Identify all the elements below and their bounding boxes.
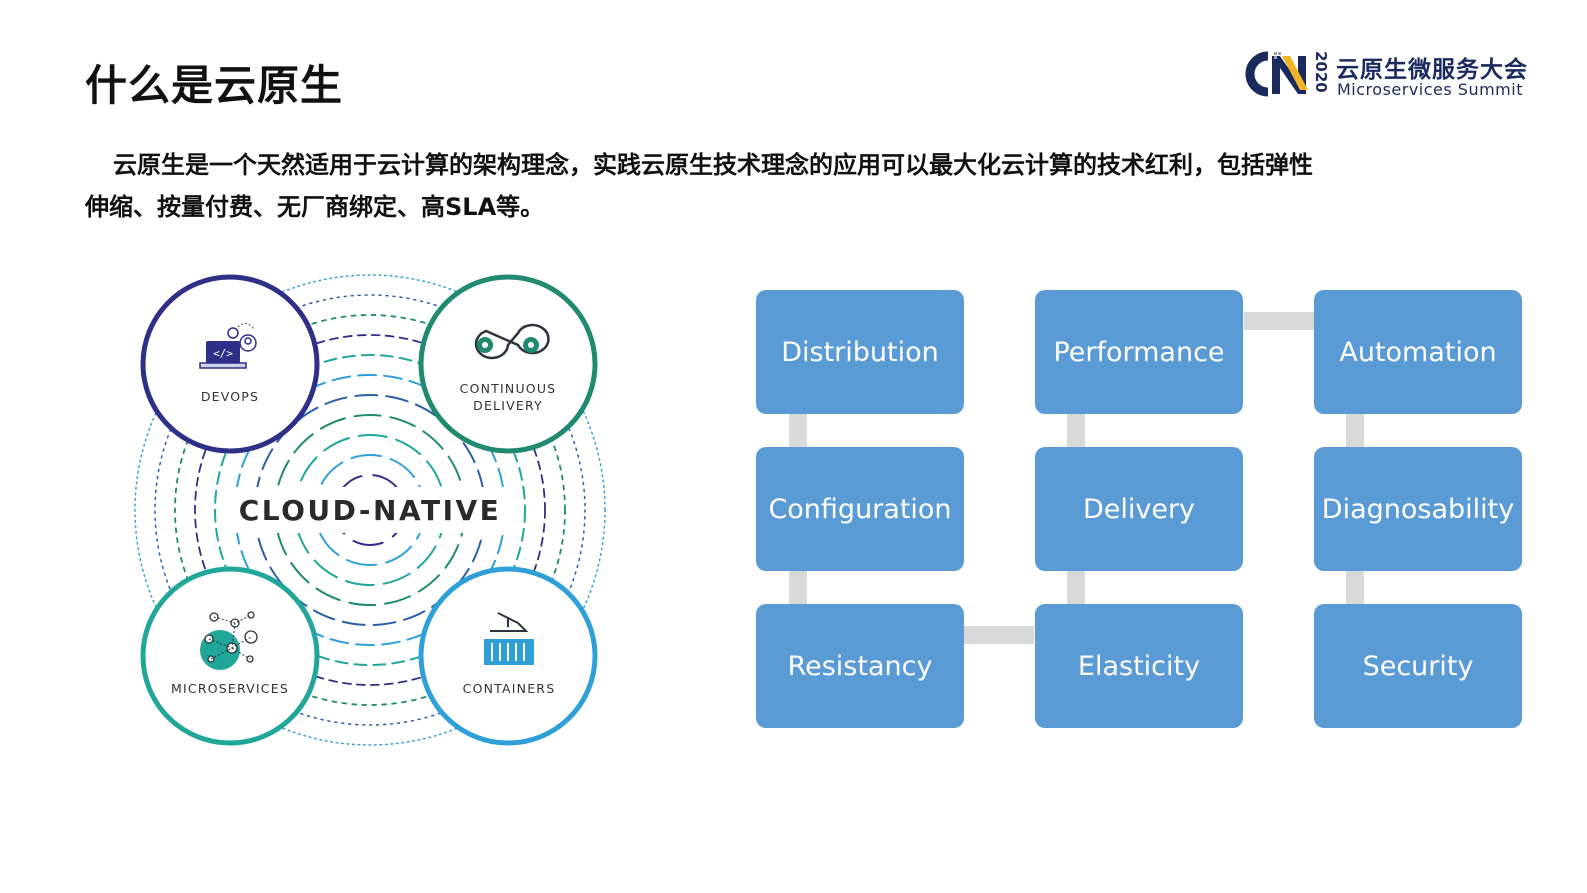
logo-name-cn: 云原生微服务大会 [1336,57,1528,83]
intro-paragraph: 云原生是一个天然适用于云计算的架构理念，实践云原生技术理念的应用可以最大化云计算… [85,151,1313,221]
cloud-native-label: CLOUD-NATIVE [239,494,502,527]
cn-logo-icon [1245,51,1308,97]
delivery-label: DELIVERY [473,398,543,413]
box-configuration: Configuration [756,447,964,571]
connector [789,414,807,448]
svg-text:</>: </> [213,347,233,360]
center-label-bg [228,487,512,533]
box-performance: Performance [1035,290,1243,414]
network-nodes-icon [200,611,258,670]
connector [789,571,807,605]
laptop-code-icon: </> [199,323,257,369]
gears-infinity-icon [474,323,550,360]
connector [1067,414,1085,448]
devops-circle: </> DEVOPS [140,274,320,454]
connector [1346,571,1364,605]
containers-circle: CONTAINERS [418,566,598,746]
box-distribution: Distribution [756,290,964,414]
box-delivery: Delivery [1035,447,1243,571]
continuous-label: CONTINUOUS [460,381,557,396]
box-automation: Automation [1314,290,1522,414]
cloud-native-diagram: CLOUD-NATIVE </> DEVOPS CONTINUOUS DELIV… [134,274,606,746]
containers-label: CONTAINERS [463,681,556,696]
logo-year: 2020 [1312,51,1330,93]
cloud-native-capabilities-grid: Distribution Performance Automation Conf… [756,290,1524,732]
summit-logo: 2020 云原生微服务大会 Microservices Summit [1242,48,1532,102]
box-resistancy: Resistancy [756,604,964,728]
devops-label: DEVOPS [201,389,259,404]
microservices-label: MICROSERVICES [171,681,289,696]
continuous-delivery-circle: CONTINUOUS DELIVERY [418,274,598,454]
connector [964,626,1034,644]
connector [1346,414,1364,448]
box-security: Security [1314,604,1522,728]
box-elasticity: Elasticity [1035,604,1243,728]
microservices-circle: MICROSERVICES [140,566,320,746]
container-crane-icon [484,612,534,665]
logo-name-en: Microservices Summit [1337,80,1523,99]
connector [1067,571,1085,605]
box-diagnosability: Diagnosability [1314,447,1522,571]
connector [1244,312,1314,330]
page-title: 什么是云原生 [85,61,344,110]
